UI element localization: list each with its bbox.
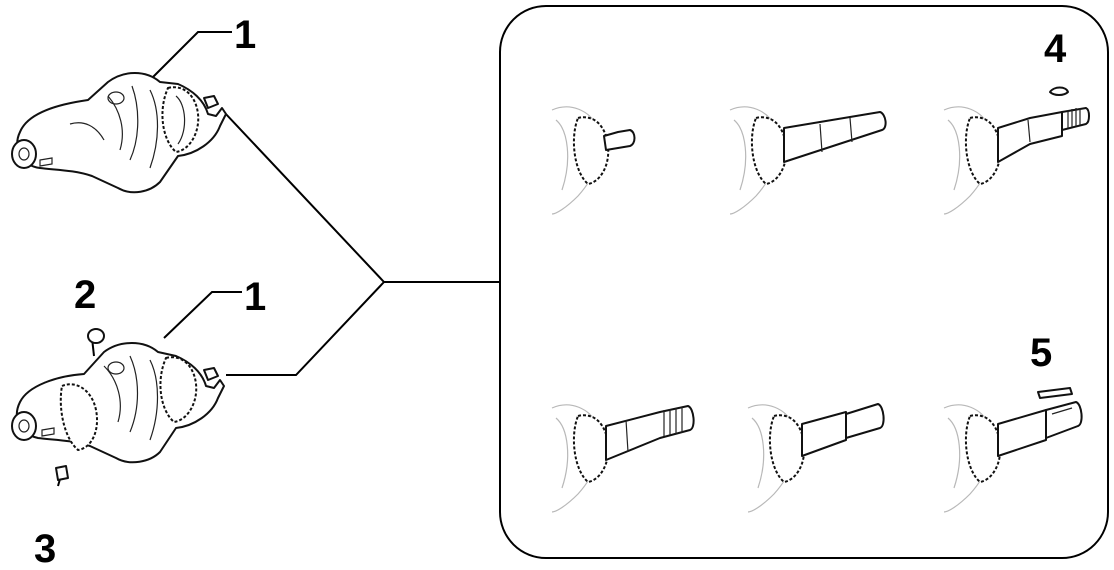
variant-5-stepped-plain (747, 403, 885, 513)
callout-2: 2 (74, 273, 96, 317)
variant-6-stepped-key (943, 401, 1083, 513)
variant-1-stub-pin (551, 106, 636, 215)
variant-4-threaded-taper (551, 404, 695, 513)
part-2-plug (87, 328, 105, 344)
crankshaft-bottom (11, 291, 242, 487)
callout-1-bottom: 1 (244, 275, 266, 319)
callout-1-top: 1 (234, 13, 256, 57)
callout-5: 5 (1030, 331, 1052, 375)
variant-leader-lines (223, 111, 500, 376)
part-3-key (55, 465, 69, 481)
callout-4: 4 (1044, 27, 1067, 71)
callout-3: 3 (34, 527, 56, 570)
part-5-parallel-key (1037, 387, 1073, 399)
variant-3-threaded-key (943, 106, 1090, 215)
crankshaft-top (11, 31, 232, 194)
variant-2-long-taper (729, 106, 887, 215)
part-4-woodruff-key (1049, 86, 1069, 96)
